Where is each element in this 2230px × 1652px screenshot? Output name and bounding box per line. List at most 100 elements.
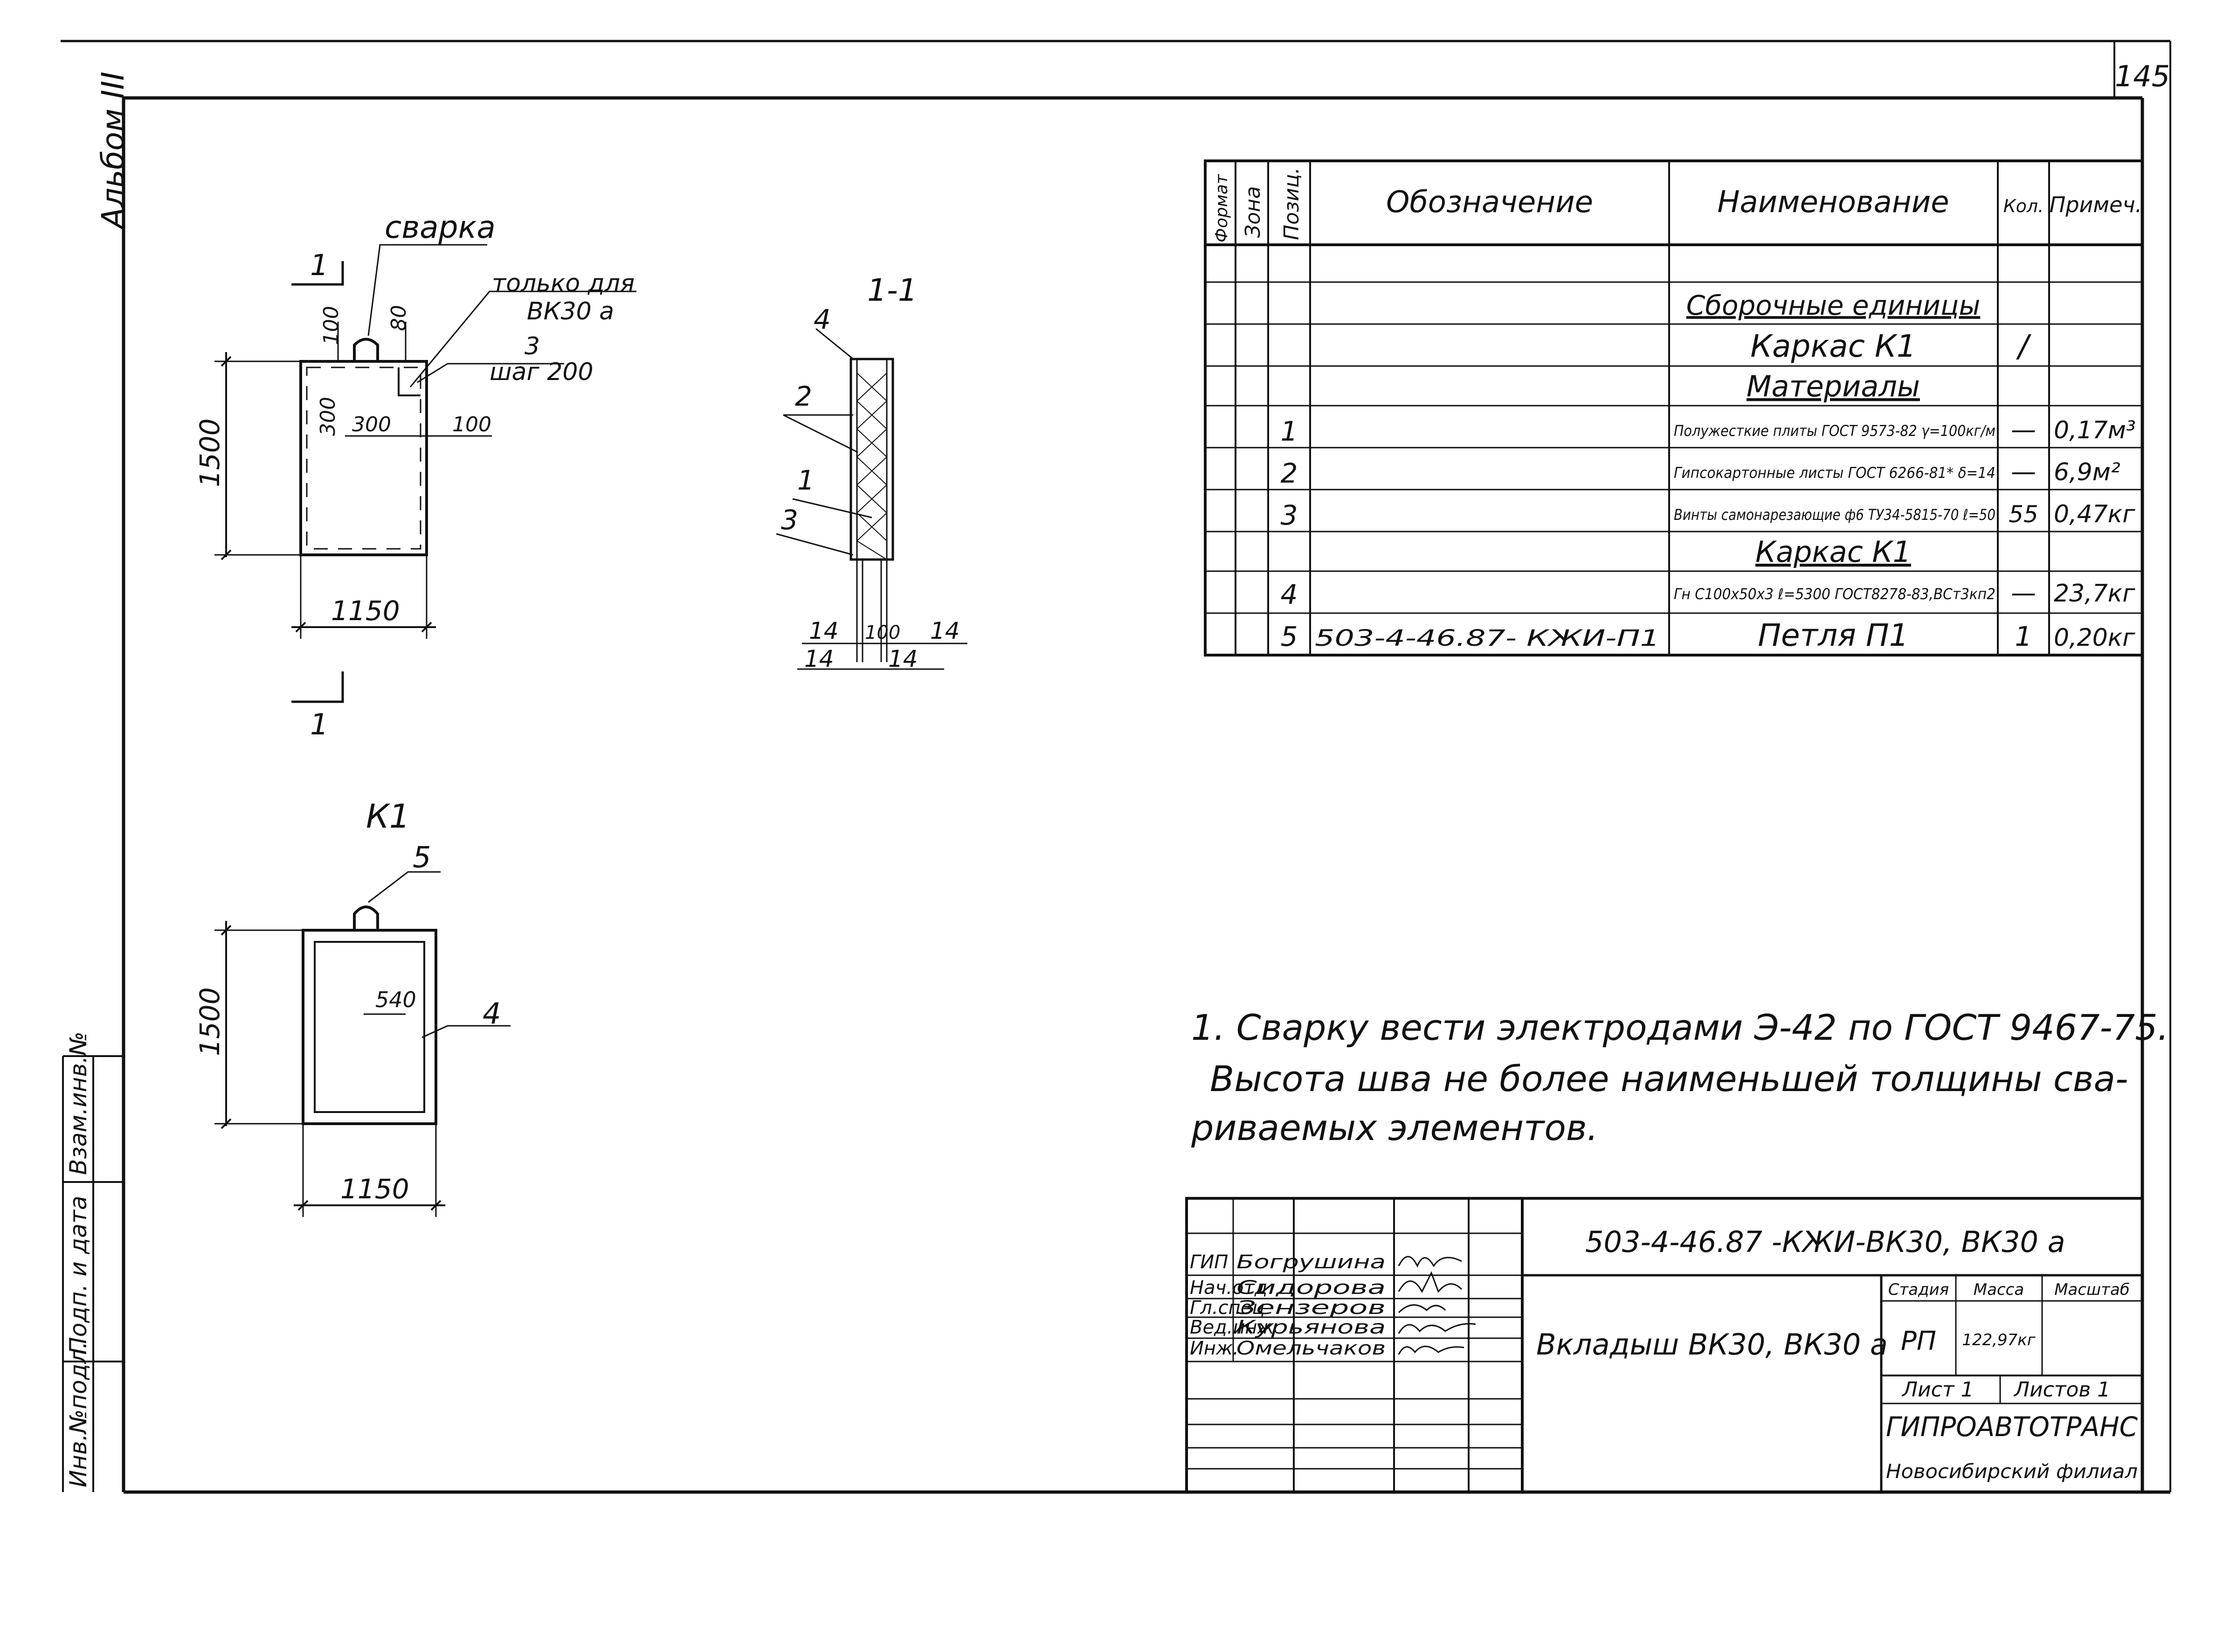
weld-label: сварка <box>385 209 496 245</box>
name-head: Сидорова <box>1236 1277 1386 1299</box>
dim-80-top: 80 <box>387 305 411 331</box>
dim-100-top: 100 <box>319 306 343 345</box>
spec-header-designation: Обозначение <box>1386 185 1593 220</box>
spec-row-pos: 4 <box>1281 579 1298 610</box>
main-dim-1150: 1150 <box>331 595 400 627</box>
side-stamp-inv: Инв.№подл. <box>65 1341 92 1487</box>
spec-row-name: Полужесткие плиты ГОСТ 9573-82 γ=100кг/м <box>1674 422 1995 440</box>
spec-row-pos: 2 <box>1281 457 1298 489</box>
dim-100-right: 100 <box>452 413 491 436</box>
spec-table-grid <box>1204 159 2144 657</box>
section-view <box>776 328 967 670</box>
spec-row-qty: 1 <box>2015 621 2032 652</box>
document-title: Вкладыш ВК30, ВК30 а <box>1536 1327 1888 1362</box>
section-mark-top: 1 <box>310 248 328 282</box>
role-head: Нач.отд <box>1190 1277 1267 1299</box>
spec-row-name: Гипсокартонные листы ГОСТ 6266-81* δ=14 <box>1674 464 1995 482</box>
spec-row-qty: — <box>2011 457 2036 486</box>
main-view <box>214 244 636 703</box>
side-stamp-repl: Взам.инв.№ <box>65 1031 92 1175</box>
notes: 1. Сварку вести электродами Э-42 по ГОСТ… <box>1191 1007 2169 1148</box>
main-pos3-label: 3 <box>525 332 540 360</box>
k1-dim-1500: 1500 <box>194 987 226 1056</box>
stage-label: Стадия <box>1888 1280 1949 1299</box>
section-dim-14-right: 14 <box>930 617 960 644</box>
signature-eng <box>1398 1346 1464 1355</box>
mass-value: 122,97кг <box>1962 1331 2036 1349</box>
spec-row-note: 0,20кг <box>2054 624 2135 652</box>
section-dim-14-bottom-left: 14 <box>804 645 834 672</box>
album-label: Альбом III <box>95 72 131 230</box>
spec-header-pos: Позиц. <box>1280 167 1304 240</box>
section-pos1: 1 <box>797 464 815 496</box>
spec-row-pos: 5 <box>1281 621 1298 652</box>
spec-row-note: 0,47кг <box>2054 500 2135 528</box>
section-mark-bottom: 1 <box>310 707 328 741</box>
sheet-label: Лист 1 <box>1901 1378 1974 1402</box>
mass-label: Масса <box>1974 1280 2024 1299</box>
name-chief: Зензеров <box>1236 1297 1386 1319</box>
spec-row-qty: / <box>2016 328 2032 364</box>
signature-chief <box>1398 1304 1446 1313</box>
role-lead: Вед.инж <box>1190 1317 1274 1338</box>
title-block-text: 503-4-46.87 -КЖИ-ВК30, ВК30 а ГИП Нач.от… <box>1190 1225 2138 1483</box>
note-line-3: риваемых элементов. <box>1191 1107 1598 1148</box>
k1-title: К1 <box>366 797 410 836</box>
spec-row-pos: 1 <box>1281 415 1298 447</box>
signature-lead <box>1398 1323 1476 1334</box>
spec-table-body: Сборочные единицы Каркас К1 / Материалы … <box>1281 290 2136 653</box>
spec-row-name: Сборочные единицы <box>1686 290 1981 321</box>
section-title: 1-1 <box>867 272 918 308</box>
signature-gip <box>1398 1256 1462 1268</box>
organization: ГИПРОАВТОТРАНС <box>1886 1411 2138 1443</box>
spec-row-pos: 3 <box>1281 499 1298 531</box>
spec-header-name: Наименование <box>1717 185 1949 220</box>
name-lead: Курьянова <box>1236 1317 1386 1338</box>
branch: Новосибирский филиал <box>1886 1460 2138 1483</box>
spec-header-qty: Кол. <box>2003 196 2044 216</box>
k1-dim-540: 540 <box>375 987 416 1012</box>
spec-row-note: 23,7кг <box>2054 580 2135 608</box>
section-pos3: 3 <box>781 504 798 536</box>
document-code: 503-4-46.87 -КЖИ-ВК30, ВК30 а <box>1585 1225 2065 1259</box>
spec-row-qty: — <box>2011 415 2036 444</box>
only-for-variant: ВК30 а <box>527 297 614 325</box>
spec-row-name: Винты самонарезающие ф6 ТУ34-5815-70 ℓ=5… <box>1674 506 1995 524</box>
spec-row-note: 0,17м³ <box>2054 416 2136 444</box>
section-dim-14-left: 14 <box>809 617 839 644</box>
spec-row-note: 6,9м² <box>2054 458 2120 486</box>
dim-300-vertical: 300 <box>316 397 340 436</box>
note-line-1: 1. Сварку вести электродами Э-42 по ГОСТ… <box>1191 1007 2169 1048</box>
scale-label: Масштаб <box>2054 1280 2130 1299</box>
k1-view <box>214 871 511 1217</box>
role-eng: Инж. <box>1190 1338 1239 1359</box>
k1-pos5: 5 <box>413 840 431 874</box>
note-line-2: Высота шва не более наименьшей толщины с… <box>1210 1058 2128 1099</box>
spec-row-name: Материалы <box>1747 369 1920 403</box>
spec-table-header: Формат Зона Позиц. Обозначение Наименова… <box>1212 167 2142 242</box>
spec-row-designation: 503-4-46.87- КЖИ-П1 <box>1315 625 1660 651</box>
spec-row-qty: — <box>2011 578 2036 608</box>
spec-row-name: Каркас К1 <box>1755 535 1911 569</box>
k1-dim-1150: 1150 <box>340 1173 409 1205</box>
role-gip: ГИП <box>1190 1251 1228 1273</box>
sheet-number: 145 <box>2115 59 2170 93</box>
only-for-label: только для <box>492 270 635 297</box>
name-eng: Омельчаков <box>1236 1338 1386 1359</box>
spec-row-qty: 55 <box>2009 501 2038 528</box>
title-block-grid <box>1185 1197 2144 1493</box>
dim-300-horizontal: 300 <box>352 413 391 436</box>
k1-pos4: 4 <box>483 996 501 1030</box>
spec-header-zone: Зона <box>1241 186 1265 238</box>
section-dim-14-bottom-right: 14 <box>888 645 918 672</box>
sheets-label: Листов 1 <box>2013 1378 2110 1402</box>
spec-row-name: Каркас К1 <box>1750 328 1916 364</box>
section-dim-100: 100 <box>865 622 900 643</box>
spec-header-format: Формат <box>1212 174 1231 242</box>
side-stamp <box>62 1055 124 1492</box>
spec-row-name: Гн С100х50х3 ℓ=5300 ГОСТ8278-83,ВСт3кп2 <box>1674 585 1995 603</box>
section-pos4: 4 <box>814 304 831 335</box>
role-chief: Гл.спец <box>1190 1297 1265 1319</box>
